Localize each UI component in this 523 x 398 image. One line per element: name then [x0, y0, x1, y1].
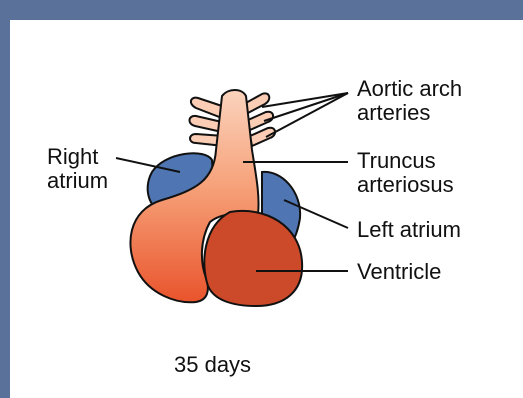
label-right-atrium-line1: Right — [47, 144, 98, 170]
label-truncus-line2: arteriosus — [357, 172, 454, 198]
label-right-atrium-line2: atrium — [47, 168, 108, 194]
label-aortic-arch-line2: arteries — [357, 100, 430, 126]
label-aortic-arch-line1: Aortic arch — [357, 76, 462, 102]
label-ventricle: Ventricle — [357, 259, 441, 285]
label-left-atrium: Left atrium — [357, 217, 461, 243]
label-truncus-line1: Truncus — [357, 148, 436, 174]
label-age: 35 days — [174, 352, 251, 378]
leader-aortic-arch-2 — [264, 93, 348, 121]
